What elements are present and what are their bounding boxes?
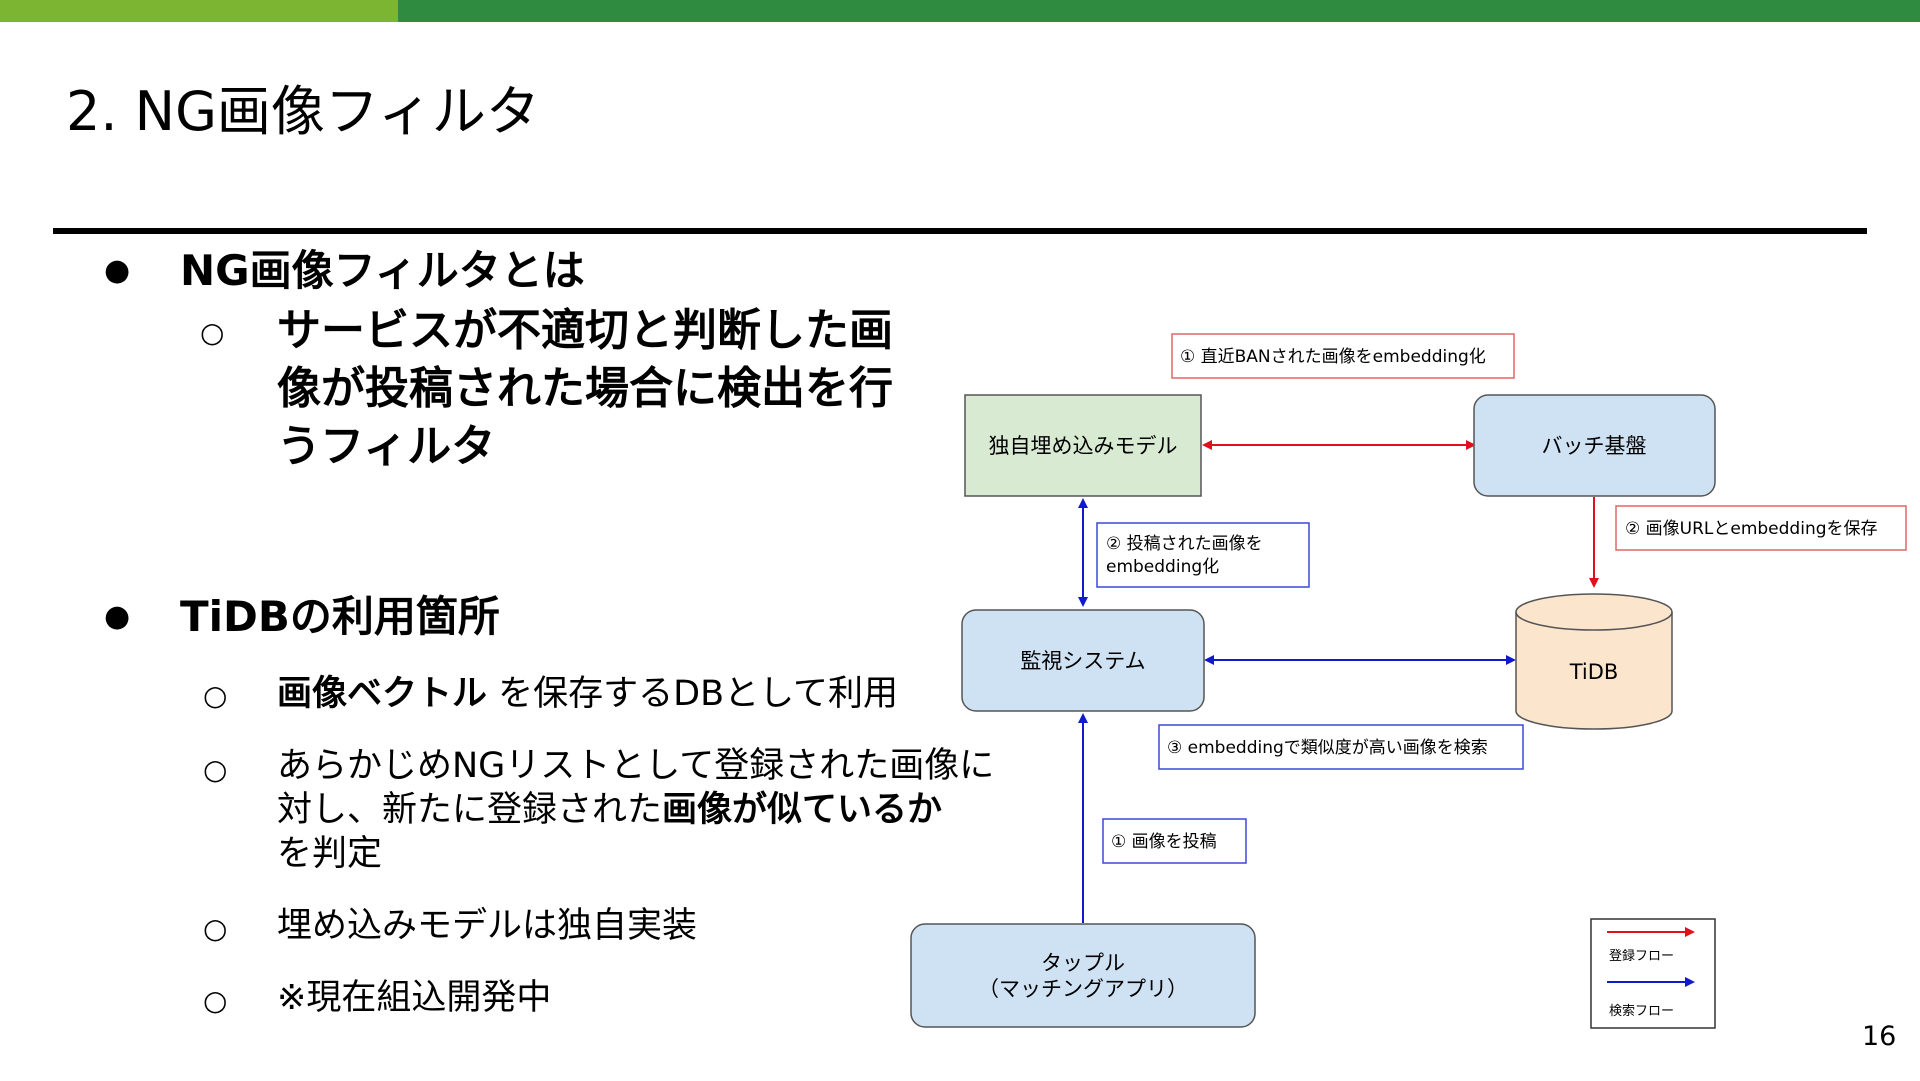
note-post-image-box xyxy=(1102,818,1247,864)
bullet-dot-2: ● xyxy=(104,599,131,634)
sub-bullet-mark: ○ xyxy=(203,912,228,945)
node-batch-platform-label: バッチ基盤 xyxy=(1542,434,1647,458)
tidb-usage-item-2-line-2: 対し、新たに登録された画像が似ているか xyxy=(277,788,994,832)
node-matching-app-box xyxy=(910,923,1256,1028)
note-ban-embedding-box xyxy=(1171,333,1515,379)
sub-bullet-mark: ○ xyxy=(203,679,228,712)
tidb-usage-item-2-line-3: を判定 xyxy=(277,834,383,874)
bullet-dot-1: ● xyxy=(104,253,131,288)
ng-filter-description-line-2: 像が投稿された場合に検出を行 xyxy=(277,363,893,414)
tidb-cylinder-top xyxy=(1515,593,1673,631)
slide-title: 2. NG画像フィルタ xyxy=(66,80,540,143)
legend-search-label: 検索フロー xyxy=(1609,1004,1674,1019)
node-embedding-model-box xyxy=(964,394,1202,497)
sub-bullet-mark: ○ xyxy=(200,316,225,349)
node-matching-app: タップル （マッチングアプリ） xyxy=(910,923,1256,1028)
flow-legend-box xyxy=(1590,918,1716,1029)
tidb-usage-item-3: 埋め込みモデルは独自実装 xyxy=(277,906,698,946)
node-tidb-database: TiDB xyxy=(1515,593,1673,730)
sub-bullet-mark: ○ xyxy=(203,984,228,1017)
tidb-usage-item-2-line-2-text: 対し、新たに登録された xyxy=(277,790,663,830)
note-similarity-search: ③ embeddingで類似度が高い画像を検索 xyxy=(1158,724,1524,770)
ng-filter-description-line-3: うフィルタ xyxy=(277,421,496,472)
node-batch-platform: バッチ基盤 xyxy=(1473,394,1716,497)
note-ban-embedding: ① 直近BANされた画像をembedding化 xyxy=(1171,333,1515,379)
node-embedding-model-label: 独自埋め込みモデル xyxy=(989,434,1178,458)
note-post-image: ① 画像を投稿 xyxy=(1102,818,1247,864)
note-post-embedding-text-2: embedding化 xyxy=(1106,557,1219,577)
ng-filter-description-line-1: サービスが不適切と判断した画 xyxy=(277,305,893,356)
node-monitoring-system-box xyxy=(961,609,1205,712)
note-post-image-text: ① 画像を投稿 xyxy=(1111,832,1217,852)
note-similarity-search-text: ③ embeddingで類似度が高い画像を検索 xyxy=(1167,738,1488,758)
bullet-heading-tidb-usage: TiDBの利用箇所 xyxy=(180,592,500,641)
note-post-embedding-box xyxy=(1096,522,1310,588)
note-post-embedding: ② 投稿された画像を embedding化 xyxy=(1096,522,1310,588)
node-batch-platform-box xyxy=(1473,394,1716,497)
note-similarity-search-box xyxy=(1158,724,1524,770)
tidb-cylinder-body xyxy=(1515,612,1673,730)
node-matching-app-label-2: （マッチングアプリ） xyxy=(978,977,1188,1001)
sub-bullet-mark: ○ xyxy=(203,753,228,786)
node-matching-app-label-1: タップル xyxy=(1041,951,1125,975)
note-save-url-embedding-text: ② 画像URLとembeddingを保存 xyxy=(1625,519,1878,539)
legend-register-label: 登録フロー xyxy=(1609,949,1674,964)
note-save-url-embedding: ② 画像URLとembeddingを保存 xyxy=(1615,505,1907,551)
note-post-embedding-text-1: ② 投稿された画像を xyxy=(1106,534,1263,554)
bullet-heading-ng-filter: NG画像フィルタとは xyxy=(180,246,585,295)
top-accent-bar-dark xyxy=(398,0,1920,22)
title-divider xyxy=(53,228,1867,234)
node-tidb-label: TiDB xyxy=(1569,660,1619,684)
note-save-url-embedding-box xyxy=(1615,505,1907,551)
tidb-usage-item-1: 画像ベクトル を保存するDBとして利用 xyxy=(277,672,898,716)
tidb-usage-item-2-line-1: あらかじめNGリストとして登録された画像に xyxy=(277,746,995,786)
flow-legend: 登録フロー 検索フロー xyxy=(1590,918,1716,1029)
tidb-usage-item-2-line-2-bold: 画像が似ているか xyxy=(662,790,943,830)
page-number: 16 xyxy=(1862,1021,1897,1052)
tidb-usage-item-4: ※現在組込開発中 xyxy=(277,978,552,1018)
tidb-usage-item-2: あらかじめNGリストとして登録された画像に 対し、新たに登録された画像が似ている… xyxy=(277,744,994,876)
top-accent-bar xyxy=(0,0,1920,22)
note-ban-embedding-text: ① 直近BANされた画像をembedding化 xyxy=(1180,347,1486,367)
node-monitoring-system: 監視システム xyxy=(961,609,1205,712)
node-monitoring-system-label: 監視システム xyxy=(1020,649,1145,673)
tidb-usage-item-1-rest: を保存するDBとして利用 xyxy=(487,674,899,714)
top-accent-bar-light xyxy=(0,0,398,22)
node-embedding-model: 独自埋め込みモデル xyxy=(964,394,1202,497)
tidb-usage-item-1-bold: 画像ベクトル xyxy=(277,674,488,714)
ng-filter-description: サービスが不適切と判断した画 像が投稿された場合に検出を行 うフィルタ xyxy=(277,302,957,476)
